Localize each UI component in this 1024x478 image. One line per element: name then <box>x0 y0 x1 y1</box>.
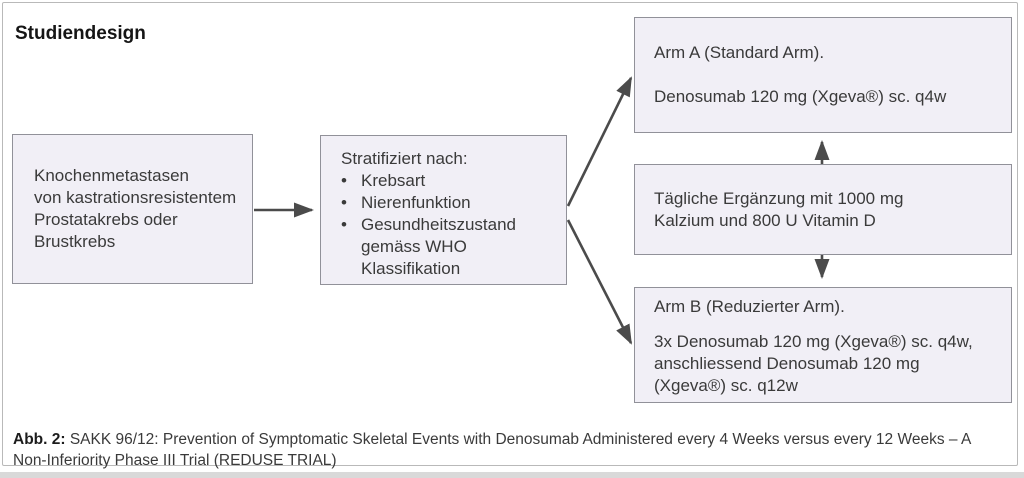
bullet-text: Nierenfunktion <box>361 193 471 212</box>
stratification-box: Stratifiziert nach: Krebsart Nierenfunkt… <box>320 135 567 285</box>
arm-b-regimen-line: (Xgeva®) sc. q12w <box>654 376 798 395</box>
stratification-bullet: Nierenfunktion <box>341 192 541 214</box>
arm-a-box: Arm A (Standard Arm). Denosumab 120 mg (… <box>634 17 1012 133</box>
page-background-edge <box>0 472 1024 478</box>
supplement-line: Tägliche Ergänzung mit 1000 mg <box>654 188 904 208</box>
arm-b-title: Arm B (Reduzierter Arm). <box>654 297 845 316</box>
population-line: von kastrationsresistentem <box>34 188 237 207</box>
stratification-bullet: Krebsart <box>341 170 541 192</box>
bullet-text: Krebsart <box>361 171 426 190</box>
arm-b-regimen-line: 3x Denosumab 120 mg (Xgeva®) sc. q4w, <box>654 332 973 351</box>
supplement-line: Kalzium und 800 U Vitamin D <box>654 210 876 230</box>
population-line: Prostatakrebs oder <box>34 210 178 229</box>
arm-b-regimen-line: anschliessend Denosumab 120 mg <box>654 354 920 373</box>
arm-a-regimen: Denosumab 120 mg (Xgeva®) sc. q4w <box>654 87 947 106</box>
supplement-box: Tägliche Ergänzung mit 1000 mg Kalzium u… <box>634 164 1012 255</box>
population-line: Brustkrebs <box>34 232 116 251</box>
arm-b-box: Arm B (Reduzierter Arm). 3x Denosumab 12… <box>634 287 1012 403</box>
arm-a-title: Arm A (Standard Arm). <box>654 43 825 62</box>
caption-text: SAKK 96/12: Prevention of Symptomatic Sk… <box>13 430 971 469</box>
caption-label: Abb. 2: <box>13 430 66 448</box>
stratification-bullet: Gesundheitszustand gemäss WHO Klassifika… <box>341 214 541 280</box>
population-line: Knochenmetastasen <box>34 166 189 185</box>
figure-title: Studiendesign <box>15 22 146 44</box>
bullet-text: Gesundheitszustand gemäss WHO Klassifika… <box>361 215 516 278</box>
figure-caption: Abb. 2: SAKK 96/12: Prevention of Sympto… <box>13 429 1008 471</box>
arm-b-regimen: 3x Denosumab 120 mg (Xgeva®) sc. q4w, an… <box>654 331 1003 397</box>
stratification-heading: Stratifiziert nach: <box>341 149 468 168</box>
population-box: Knochenmetastasen von kastrationsresiste… <box>12 134 253 284</box>
